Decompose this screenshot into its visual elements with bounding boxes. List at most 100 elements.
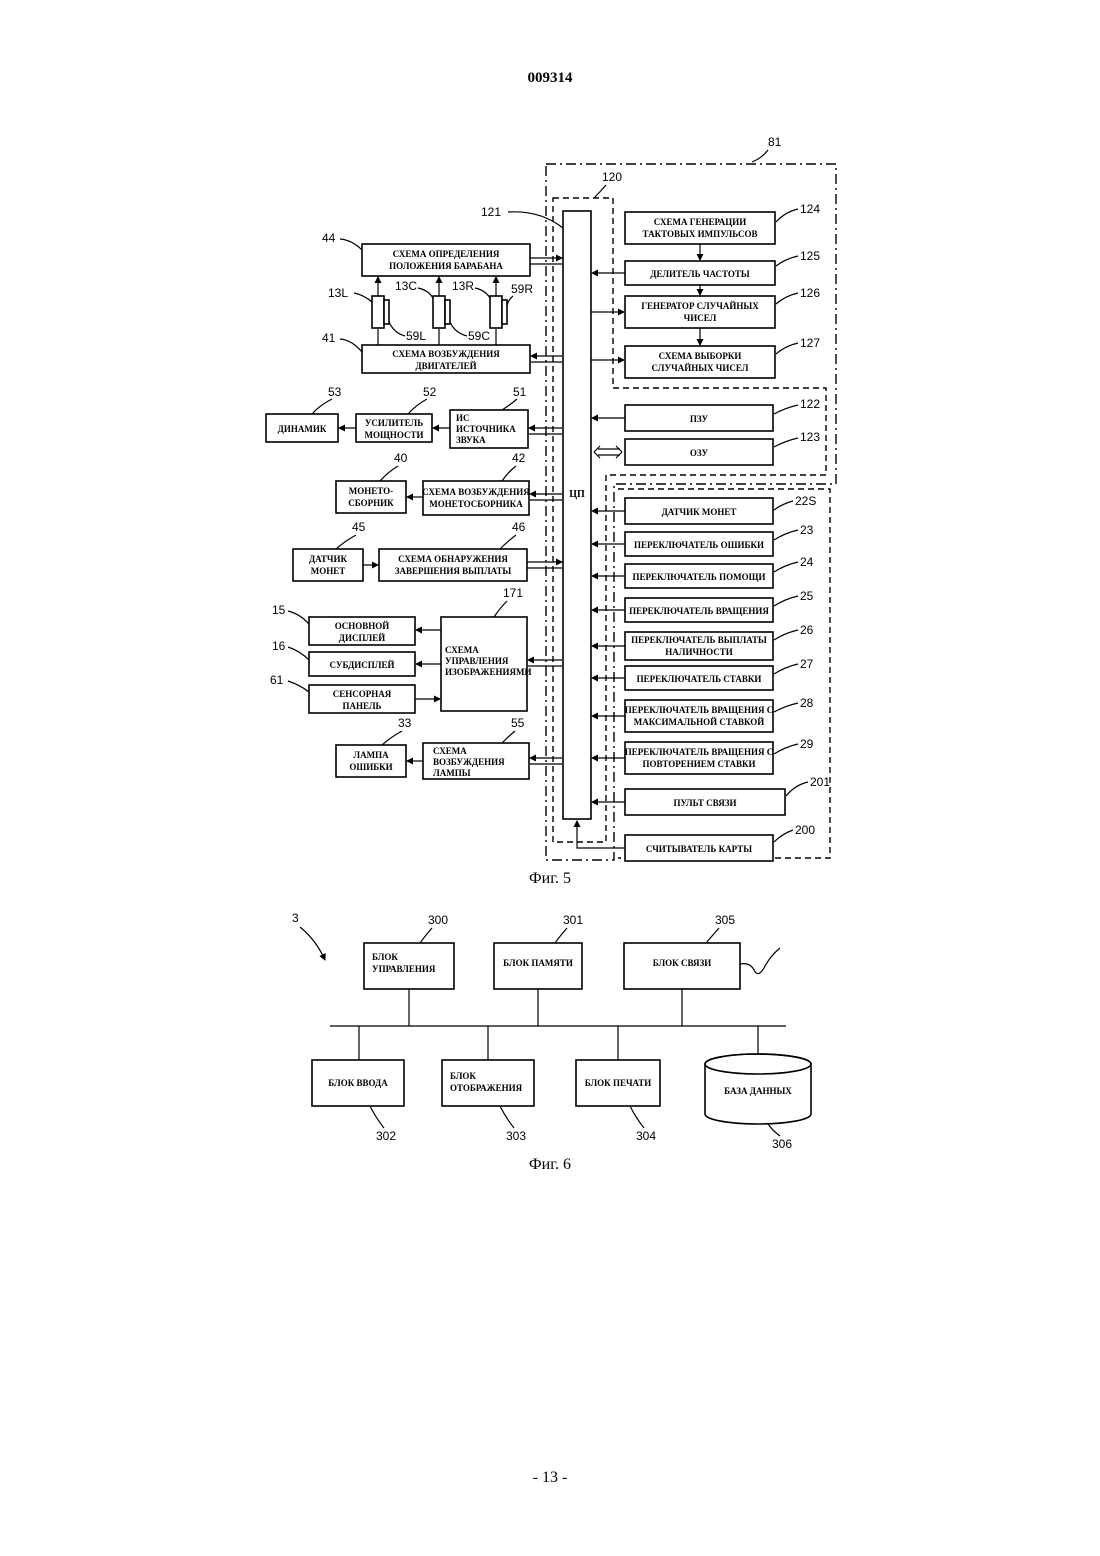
ref-200: 200 — [795, 823, 815, 837]
database-label: БАЗА ДАННЫХ — [724, 1086, 792, 1096]
hopper-label-2: СБОРНИК — [348, 498, 394, 508]
ref-305: 305 — [715, 913, 735, 927]
leader-301 — [555, 928, 567, 943]
ref-22s: 22S — [795, 494, 816, 508]
leader-123 — [774, 438, 798, 447]
ref-24: 24 — [800, 555, 814, 569]
hopper-label-1: МОНЕТО- — [349, 486, 393, 496]
hopper-drive-label-2: МОНЕТОСБОРНИКА — [429, 499, 523, 509]
payout-detect-label-1: СХЕМА ОБНАРУЖЕНИЯ — [398, 554, 508, 564]
leader-42 — [502, 466, 516, 481]
ref-122: 122 — [800, 397, 820, 411]
repeat-switch-label-2: ПОВТОРЕНИЕМ СТАВКИ — [642, 759, 755, 769]
ref-51: 51 — [513, 385, 527, 399]
leader-16 — [288, 647, 309, 660]
display-unit-label-2: ОТОБРАЖЕНИЯ — [450, 1083, 523, 1093]
leader-40 — [380, 466, 398, 481]
leader-305 — [706, 928, 719, 943]
ref-26: 26 — [800, 623, 814, 637]
leader-53 — [312, 399, 332, 414]
ref-127: 127 — [800, 336, 820, 350]
leader-200 — [774, 830, 793, 842]
speaker-label: ДИНАМИК — [278, 424, 327, 434]
main-display-label-2: ДИСПЛЕЙ — [339, 633, 385, 643]
comm-panel-label: ПУЛЬТ СВЯЗИ — [674, 798, 737, 808]
bet-switch-label: ПЕРЕКЛЮЧАТЕЛЬ СТАВКИ — [637, 674, 762, 684]
leader-59r — [507, 296, 513, 306]
hopper-drive-label-1: СХЕМА ВОЗБУЖДЕНИЯ — [422, 487, 530, 497]
sensor-59l — [384, 300, 389, 324]
leader-122 — [774, 405, 798, 414]
sub-display-label: СУБДИСПЛЕЙ — [330, 660, 395, 670]
ref-126: 126 — [800, 286, 820, 300]
error-lamp-label-1: ЛАМПА — [353, 750, 389, 760]
ref-302: 302 — [376, 1129, 396, 1143]
ref-303: 303 — [506, 1129, 526, 1143]
leader-33 — [382, 731, 402, 745]
leader-41 — [340, 339, 362, 352]
ref-44: 44 — [322, 231, 336, 245]
ref-40: 40 — [394, 451, 408, 465]
control-unit-label-2: УПРАВЛЕНИЯ — [372, 964, 436, 974]
ref-55: 55 — [511, 716, 525, 730]
leader-22s — [774, 501, 793, 510]
ref-300: 300 — [428, 913, 448, 927]
ref-59c: 59C — [468, 329, 490, 343]
maxbet-switch-label-1: ПЕРЕКЛЮЧАТЕЛЬ ВРАЩЕНИЯ С — [625, 705, 774, 715]
rng-sampler-label-2: СЛУЧАЙНЫХ ЧИСЕЛ — [652, 363, 749, 373]
leader-306 — [768, 1124, 780, 1136]
ref-25: 25 — [800, 589, 814, 603]
leader-126 — [776, 293, 798, 304]
ref-81: 81 — [768, 135, 782, 149]
ref-45: 45 — [352, 520, 366, 534]
leader-59c — [450, 322, 467, 336]
freq-divider-label: ДЕЛИТЕЛЬ ЧАСТОТЫ — [650, 269, 750, 279]
ref-120: 120 — [602, 170, 622, 184]
leader-28 — [774, 703, 798, 712]
rng-label-1: ГЕНЕРАТОР СЛУЧАЙНЫХ — [641, 301, 759, 311]
coin-sensor2-label-2: МОНЕТ — [311, 566, 346, 576]
image-control-label-3: ИЗОБРАЖЕНИЯМИ — [445, 667, 531, 677]
ref-29: 29 — [800, 737, 814, 751]
cashout-switch-label-1: ПЕРЕКЛЮЧАТЕЛЬ ВЫПЛАТЫ — [631, 635, 767, 645]
ref-13r: 13R — [452, 279, 474, 293]
ref-301: 301 — [563, 913, 583, 927]
leader-15 — [288, 611, 309, 624]
leader-201 — [786, 782, 808, 796]
cpu-label: ЦП — [569, 489, 585, 500]
comm-unit-label: БЛОК СВЯЗИ — [653, 958, 712, 968]
leader-3 — [300, 927, 325, 960]
ref-13l: 13L — [328, 286, 348, 300]
control-unit-label-1: БЛОК — [372, 952, 398, 962]
leader-44 — [340, 239, 362, 250]
leader-26 — [774, 630, 798, 640]
clock-gen-label-2: ТАКТОВЫХ ИМПУЛЬСОВ — [643, 229, 758, 239]
ref-41: 41 — [322, 331, 336, 345]
ref-59l: 59L — [406, 329, 426, 343]
image-control-label-2: УПРАВЛЕНИЯ — [445, 656, 509, 666]
leader-24 — [774, 562, 798, 572]
motor-drive-label-2: ДВИГАТЕЛЕЙ — [415, 361, 476, 371]
rng-label-2: ЧИСЕЛ — [684, 313, 717, 323]
ref-52: 52 — [423, 385, 437, 399]
ref-306: 306 — [772, 1137, 792, 1151]
ref-171: 171 — [503, 586, 523, 600]
cpu-block — [563, 211, 591, 819]
sensor-59c — [445, 300, 450, 324]
fig5-caption: Фиг. 5 — [529, 870, 571, 887]
leader-120 — [594, 185, 606, 198]
ref-201: 201 — [810, 775, 830, 789]
display-unit-label-1: БЛОК — [450, 1071, 476, 1081]
sound-ic-label-3: ЗВУКА — [456, 435, 486, 445]
memory-unit-label: БЛОК ПАМЯТИ — [503, 958, 573, 968]
ref-42: 42 — [512, 451, 526, 465]
ref-16: 16 — [272, 639, 286, 653]
leader-13c — [418, 288, 433, 298]
antenna-icon — [740, 948, 780, 974]
ref-27: 27 — [800, 657, 814, 671]
ref-53: 53 — [328, 385, 342, 399]
leader-61 — [288, 681, 309, 692]
leader-55 — [502, 731, 515, 743]
ref-304: 304 — [636, 1129, 656, 1143]
